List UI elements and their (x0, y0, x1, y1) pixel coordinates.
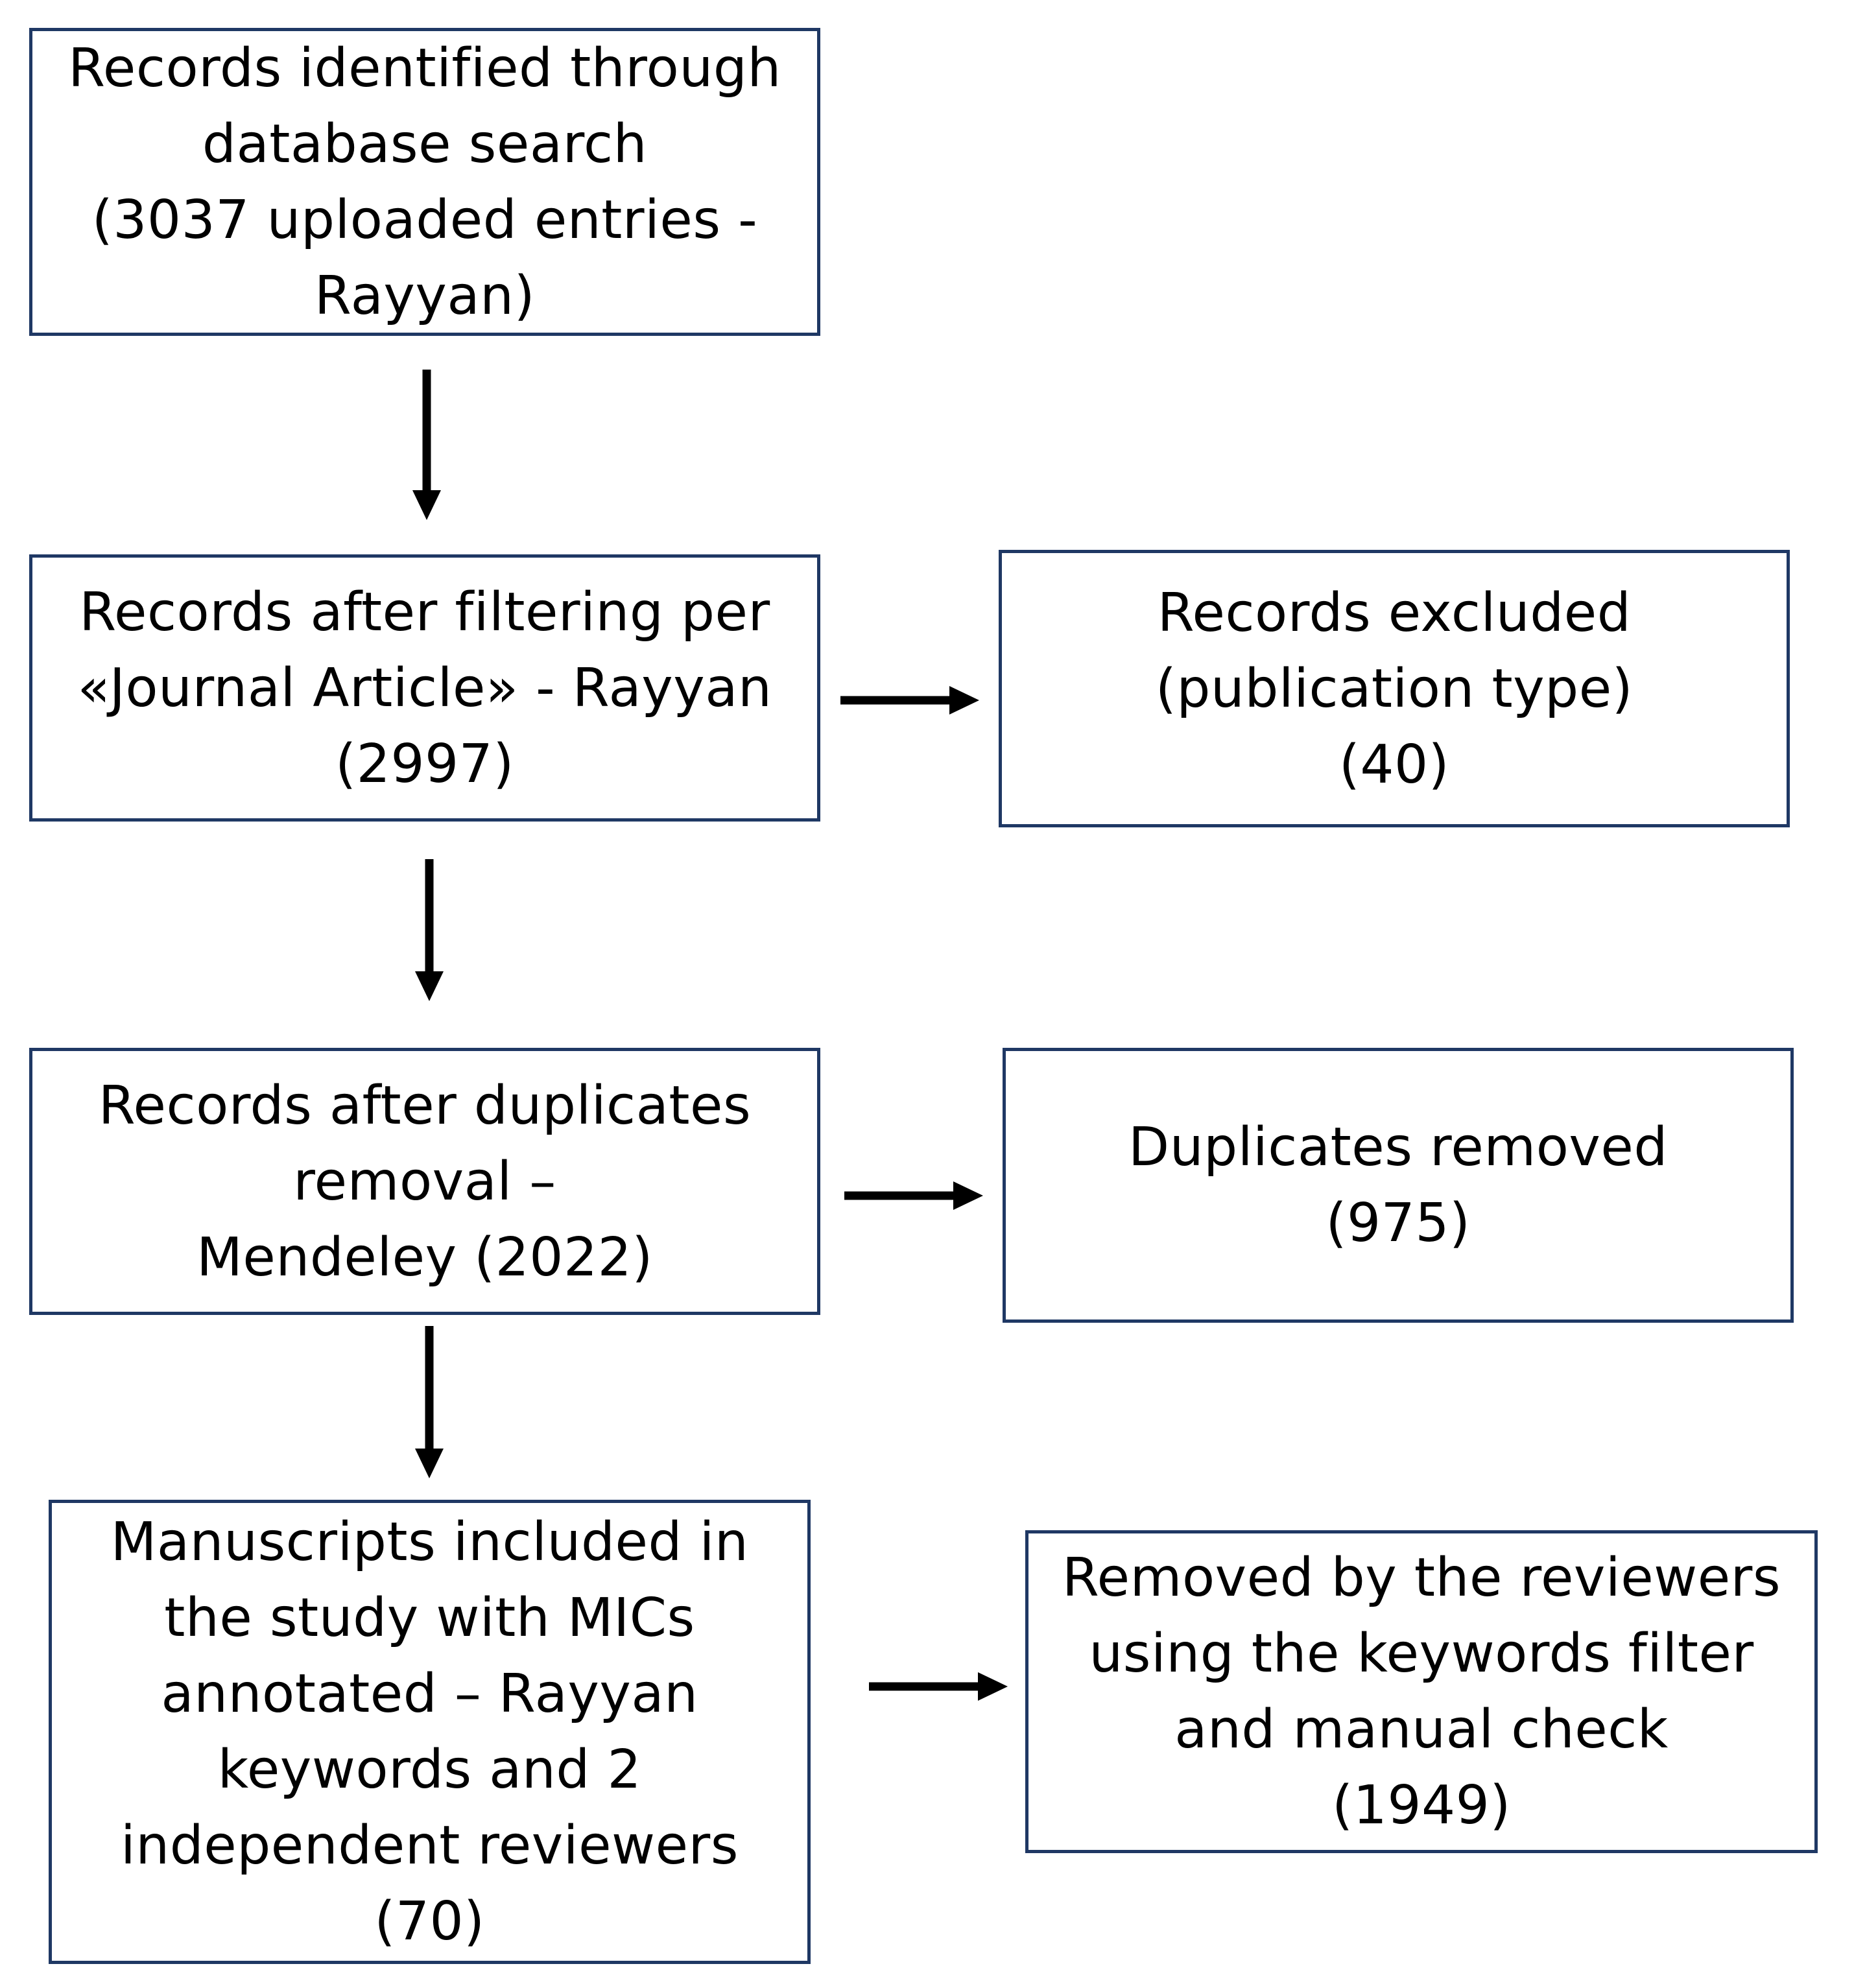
box-text-line: (2997) (335, 733, 514, 795)
box-text-line: Removed by the reviewers (1062, 1547, 1781, 1609)
box-text-line: (publication type) (1155, 657, 1634, 720)
box-text-line: Manuscripts included in (110, 1511, 749, 1573)
box-text-line: (3037 uploaded entries - (91, 189, 758, 251)
exclusion-box-publication-type: Records excluded (publication type) (40) (999, 550, 1790, 827)
arrow-right-icon (844, 1181, 983, 1210)
box-text-line: (40) (1338, 733, 1450, 796)
box-text-line: using the keywords filter (1089, 1623, 1754, 1685)
arrow-down-icon (412, 370, 441, 520)
box-text-line: Records excluded (1157, 582, 1632, 644)
box-text-line: «Journal Article» - Rayyan (77, 657, 772, 719)
box-text-line: Records identified through (68, 37, 781, 99)
box-text-line: keywords and 2 (217, 1739, 642, 1801)
box-text-line: independent reviewers (121, 1815, 739, 1876)
box-text-line: removal – (293, 1150, 556, 1213)
exclusion-box-duplicates-removed: Duplicates removed (975) (1003, 1048, 1794, 1323)
box-text-line: (975) (1325, 1192, 1471, 1254)
step-text-records-identified: Records identified through database sear… (68, 30, 781, 334)
box-text-line: Mendeley (2022) (196, 1226, 653, 1288)
exclusion-text-removed-by-reviewers: Removed by the reviewers using the keywo… (1062, 1540, 1781, 1843)
step-text-records-filtered: Records after filtering per «Journal Art… (77, 574, 772, 802)
box-text-line: Rayyan) (314, 265, 536, 327)
arrow-right-icon (869, 1672, 1008, 1701)
arrow-right-icon (840, 686, 979, 715)
exclusion-box-removed-by-reviewers: Removed by the reviewers using the keywo… (1025, 1530, 1818, 1853)
box-text-line: Records after filtering per (79, 581, 770, 643)
step-box-records-filtered: Records after filtering per «Journal Art… (29, 554, 820, 822)
box-text-line: Duplicates removed (1128, 1117, 1668, 1178)
box-text-line: (1949) (1332, 1775, 1511, 1836)
box-text-line: and manual check (1174, 1699, 1669, 1760)
box-text-line: database search (202, 113, 648, 175)
exclusion-text-publication-type: Records excluded (publication type) (40) (1156, 575, 1633, 803)
step-box-records-deduplicated: Records after duplicates removal – Mende… (29, 1048, 820, 1315)
arrow-down-icon (415, 1326, 444, 1478)
box-text-line: Records after duplicates (98, 1074, 752, 1137)
box-text-line: the study with MICs (164, 1587, 695, 1649)
box-text-line: (70) (374, 1891, 485, 1952)
step-text-manuscripts-included: Manuscripts included in the study with M… (111, 1504, 749, 1959)
step-box-manuscripts-included: Manuscripts included in the study with M… (49, 1500, 811, 1964)
step-text-records-deduplicated: Records after duplicates removal – Mende… (99, 1068, 751, 1296)
arrow-down-icon (415, 859, 444, 1001)
step-box-records-identified: Records identified through database sear… (29, 28, 820, 336)
exclusion-text-duplicates-removed: Duplicates removed (975) (1128, 1109, 1668, 1261)
box-text-line: annotated – Rayyan (161, 1663, 698, 1725)
